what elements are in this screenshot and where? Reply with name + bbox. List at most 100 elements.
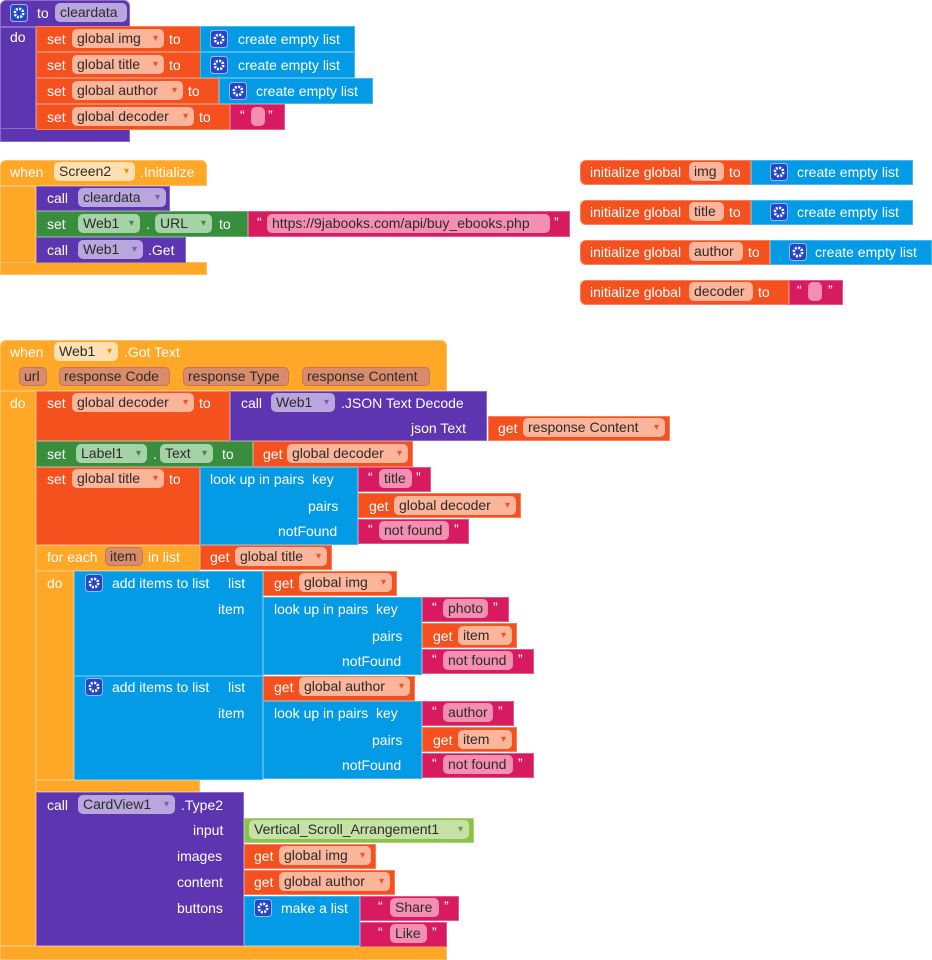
- gear-icon[interactable]: [789, 243, 807, 261]
- text-field[interactable]: not found: [443, 651, 513, 670]
- list-block[interactable]: [74, 676, 263, 780]
- event-param[interactable]: response Content: [302, 367, 430, 386]
- dropdown-field[interactable]: global img▾: [72, 29, 164, 48]
- event-param[interactable]: response Code: [59, 367, 170, 386]
- chevron-down-icon[interactable]: ▾: [128, 218, 134, 229]
- text-field[interactable]: author: [689, 242, 743, 261]
- initialize-global-block[interactable]: [580, 280, 789, 305]
- chevron-down-icon[interactable]: ▾: [135, 448, 141, 459]
- control-block[interactable]: [36, 571, 74, 780]
- dropdown-field[interactable]: global author▾: [299, 677, 410, 696]
- gear-icon[interactable]: [10, 4, 28, 22]
- chevron-down-icon[interactable]: ▾: [163, 799, 169, 810]
- dropdown-field[interactable]: global decoder▾: [72, 393, 194, 412]
- gear-icon[interactable]: [770, 203, 788, 221]
- dropdown-field[interactable]: Web1▾: [54, 342, 118, 361]
- chevron-down-icon[interactable]: ▾: [201, 448, 207, 459]
- event-param[interactable]: response Type: [183, 367, 289, 386]
- dropdown-field[interactable]: global author▾: [279, 872, 390, 891]
- dropdown-field[interactable]: global decoder▾: [72, 107, 194, 126]
- chevron-down-icon[interactable]: ▾: [152, 473, 158, 484]
- dropdown-field[interactable]: Web1▾: [78, 240, 143, 259]
- dropdown-field[interactable]: URL▾: [155, 214, 212, 233]
- chevron-down-icon[interactable]: ▾: [653, 422, 659, 433]
- text-field[interactable]: title: [689, 202, 724, 221]
- chevron-down-icon[interactable]: ▾: [106, 346, 112, 357]
- dropdown-field[interactable]: global decoder▾: [287, 444, 408, 463]
- gear-icon[interactable]: [210, 30, 228, 48]
- gear-icon[interactable]: [85, 574, 103, 592]
- gear-icon[interactable]: [770, 163, 788, 181]
- gear-icon[interactable]: [254, 899, 272, 917]
- list-block[interactable]: [200, 467, 358, 545]
- dropdown-field[interactable]: item▾: [458, 626, 512, 645]
- text-field[interactable]: [808, 282, 822, 301]
- chevron-down-icon[interactable]: ▾: [504, 500, 510, 511]
- gear-icon[interactable]: [229, 82, 247, 100]
- chevron-down-icon[interactable]: ▾: [152, 59, 158, 70]
- loop-variable[interactable]: item: [105, 547, 143, 566]
- chevron-down-icon[interactable]: ▾: [398, 681, 404, 692]
- chevron-down-icon[interactable]: ▾: [323, 397, 329, 408]
- event-arm[interactable]: [0, 391, 36, 946]
- chevron-down-icon[interactable]: ▾: [378, 876, 384, 887]
- chevron-down-icon[interactable]: ▾: [457, 824, 463, 835]
- chevron-down-icon[interactable]: ▾: [396, 448, 402, 459]
- text-field[interactable]: Share: [390, 898, 439, 917]
- text-field[interactable]: [251, 107, 265, 126]
- event-bottom[interactable]: [0, 262, 207, 275]
- event-param[interactable]: url: [19, 367, 47, 386]
- dropdown-field[interactable]: item▾: [458, 730, 512, 749]
- dropdown-field[interactable]: Web1▾: [78, 214, 140, 233]
- chevron-down-icon[interactable]: ▾: [154, 192, 160, 203]
- event-arm[interactable]: [0, 186, 36, 263]
- chevron-down-icon[interactable]: ▾: [131, 244, 137, 255]
- dropdown-field[interactable]: global img▾: [299, 573, 392, 592]
- chevron-down-icon[interactable]: ▾: [359, 850, 365, 861]
- event-bottom[interactable]: [0, 946, 447, 960]
- procedure-bottom[interactable]: [0, 128, 130, 142]
- dropdown-field[interactable]: global title▾: [72, 55, 164, 74]
- chevron-down-icon[interactable]: ▾: [380, 577, 386, 588]
- procedure-name-field[interactable]: cleardata: [55, 3, 127, 22]
- text-field[interactable]: not found: [443, 755, 513, 774]
- dropdown-field[interactable]: global title▾: [72, 469, 164, 488]
- dropdown-field[interactable]: global title▾: [235, 547, 327, 566]
- control-block[interactable]: [36, 780, 200, 792]
- dropdown-field[interactable]: global author▾: [72, 81, 183, 100]
- gear-icon[interactable]: [85, 678, 103, 696]
- dropdown-field[interactable]: Vertical_Scroll_Arrangement1▾: [249, 820, 469, 839]
- dropdown-field[interactable]: Text▾: [160, 444, 213, 463]
- chevron-down-icon[interactable]: ▾: [200, 218, 206, 229]
- text-field[interactable]: img: [689, 162, 724, 181]
- dropdown-field[interactable]: Screen2▾: [54, 162, 135, 181]
- dropdown-field[interactable]: CardView1▾: [78, 795, 175, 814]
- text-field[interactable]: photo: [443, 599, 488, 618]
- url-field[interactable]: https://9jabooks.com/api/buy_ebooks.php: [267, 214, 550, 233]
- text-field[interactable]: title: [379, 469, 412, 488]
- chevron-down-icon[interactable]: ▾: [182, 397, 188, 408]
- gear-icon[interactable]: [210, 56, 228, 74]
- text-field[interactable]: author: [443, 703, 493, 722]
- chevron-down-icon[interactable]: ▾: [500, 734, 506, 745]
- list-block[interactable]: [263, 701, 422, 779]
- text-field[interactable]: decoder: [689, 282, 753, 301]
- list-block[interactable]: [74, 571, 263, 676]
- chevron-down-icon[interactable]: ▾: [152, 33, 158, 44]
- chevron-down-icon[interactable]: ▾: [171, 85, 177, 96]
- text-field[interactable]: not found: [379, 521, 449, 540]
- dropdown-field[interactable]: Label1▾: [76, 444, 147, 463]
- dropdown-field[interactable]: cleardata▾: [78, 188, 166, 207]
- text-field[interactable]: Like: [390, 924, 427, 943]
- procedure-call-block[interactable]: [36, 792, 244, 946]
- chevron-down-icon[interactable]: ▾: [500, 630, 506, 641]
- dropdown-field[interactable]: global img▾: [279, 846, 371, 865]
- procedure-arm[interactable]: [0, 27, 36, 130]
- list-block[interactable]: [263, 597, 422, 675]
- dropdown-field[interactable]: response Content▾: [523, 418, 665, 437]
- set-web1-url-block[interactable]: [36, 211, 248, 237]
- dropdown-field[interactable]: global decoder▾: [394, 496, 516, 515]
- chevron-down-icon[interactable]: ▾: [123, 166, 129, 177]
- dropdown-field[interactable]: Web1▾: [271, 393, 335, 412]
- chevron-down-icon[interactable]: ▾: [182, 111, 188, 122]
